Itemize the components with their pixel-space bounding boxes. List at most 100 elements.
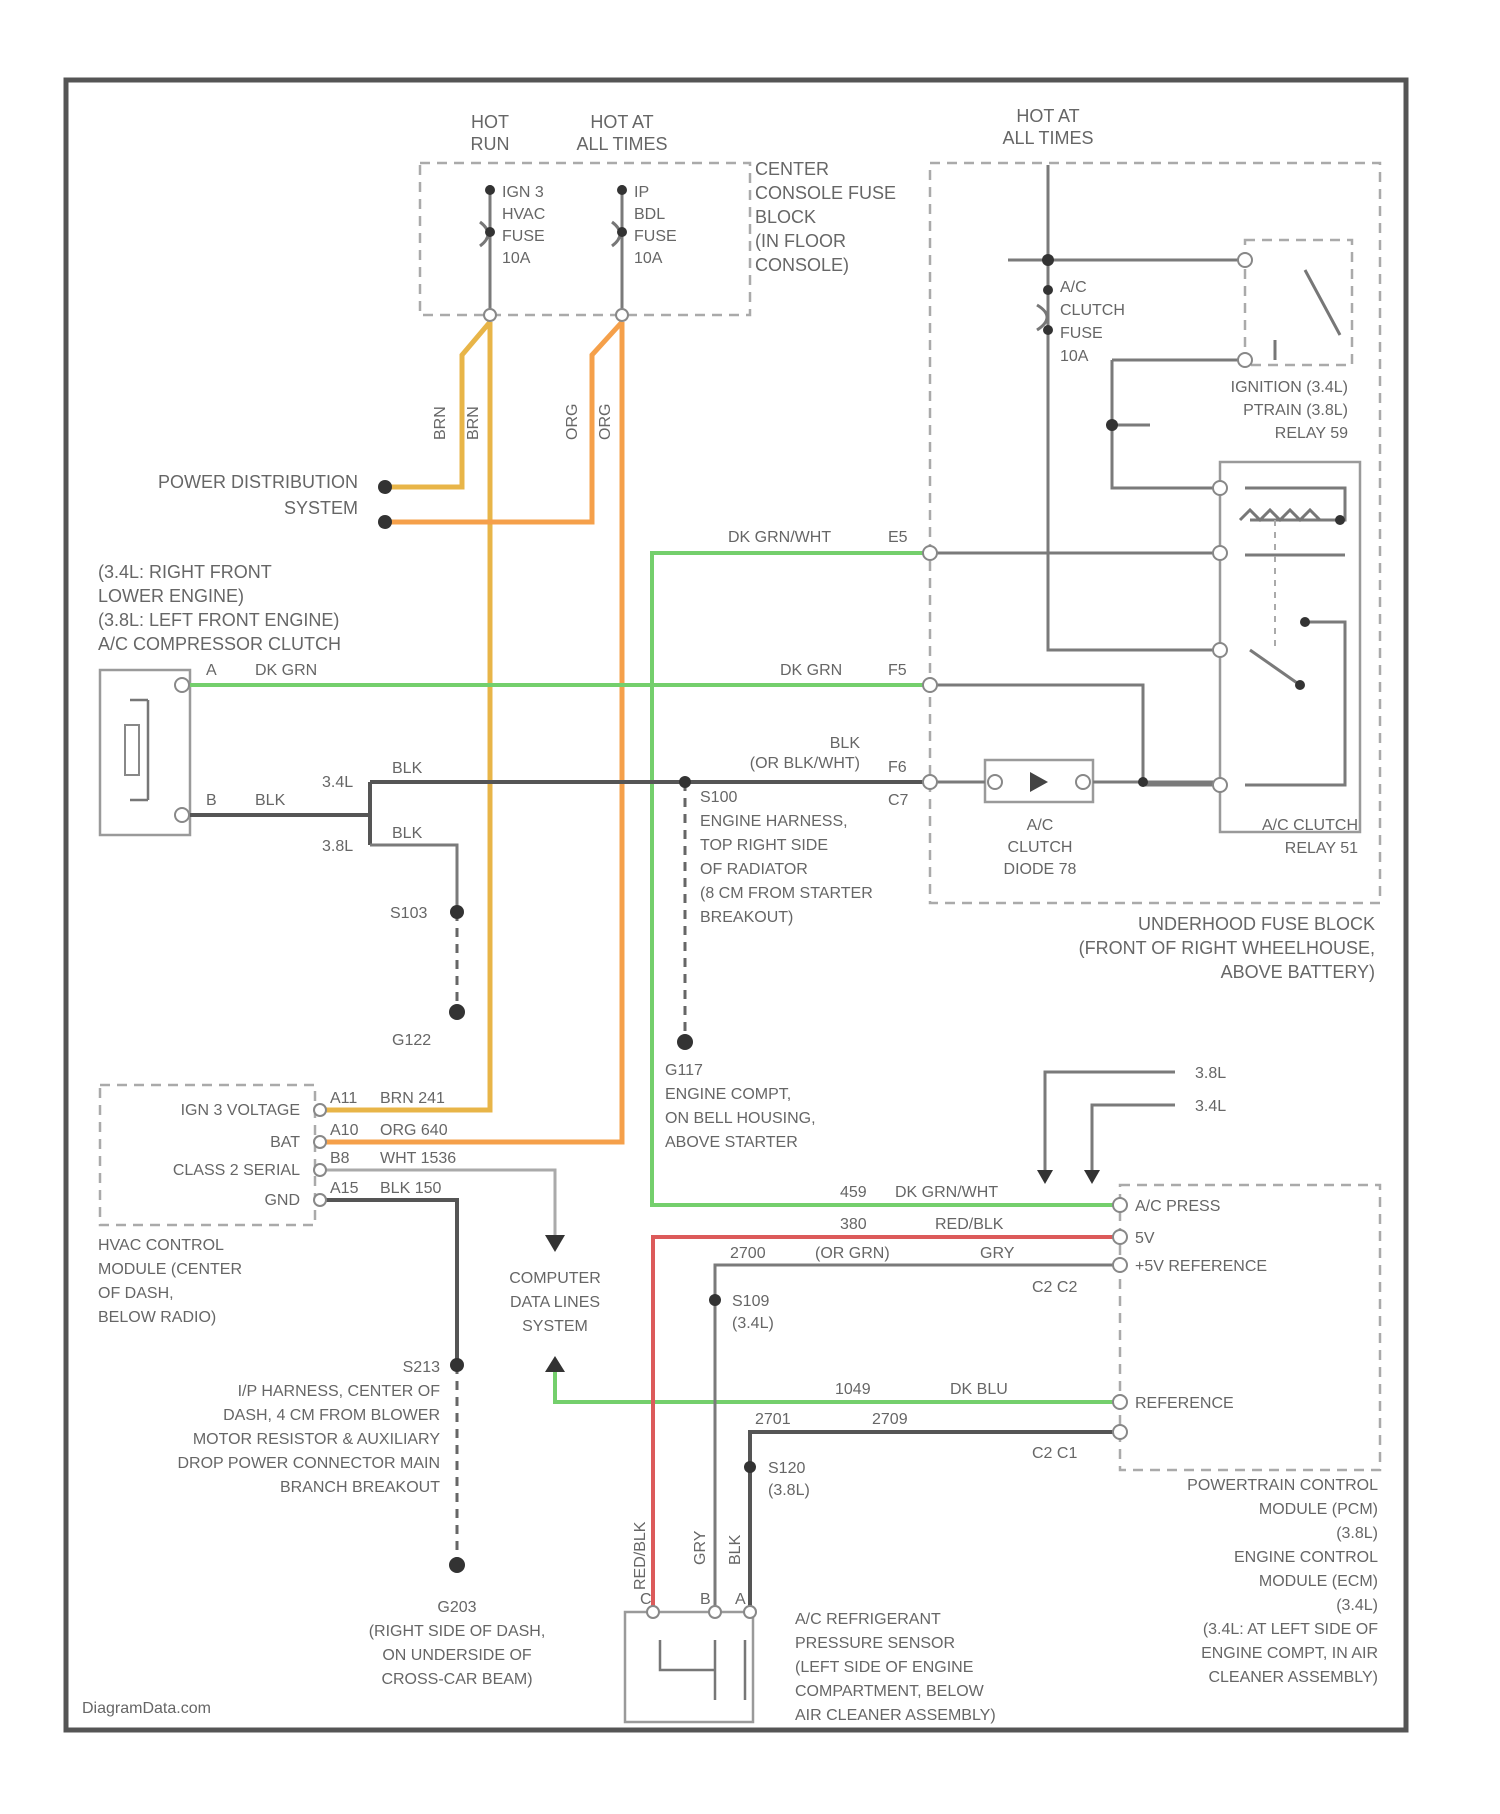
pcm-circuit-380: 380: [840, 1216, 867, 1233]
pcm-pins-c2-c1: C2 C1: [1032, 1445, 1077, 1462]
center-console-fuse-block-box: [420, 163, 750, 315]
data-lines-arrow-up: [545, 1356, 565, 1372]
pcm-reference-label: REFERENCE: [1135, 1395, 1234, 1412]
34l-arrow: [1084, 1170, 1100, 1184]
term-f6-label: F6: [888, 759, 907, 776]
brn-wire-label-1: BRN: [432, 406, 449, 440]
pcm-wire-orgrn: (OR GRN): [815, 1245, 890, 1262]
hvac-pin-b8: B8: [330, 1150, 350, 1167]
pin-b-label: B: [206, 792, 217, 809]
underhood-fuse-block-label: UNDERHOOD FUSE BLOCK(FRONT OF RIGHT WHEE…: [1079, 914, 1375, 982]
pcm-5v-reference-label: +5V REFERENCE: [1135, 1258, 1267, 1275]
watermark: DiagramData.com: [82, 1700, 211, 1717]
s109-label: S109(3.4L): [732, 1293, 774, 1332]
brn-wire-pds: [385, 322, 490, 487]
pcm-5v-label: 5V: [1135, 1230, 1155, 1247]
relay59-switch: [1275, 270, 1340, 360]
sensor-wire-blk: BLK: [727, 1534, 744, 1565]
pcm-circuit-459: 459: [840, 1184, 867, 1201]
term-e5-label: E5: [888, 529, 908, 546]
diode-symbol: [1030, 772, 1048, 792]
term-f5-label: F5: [888, 662, 907, 679]
pcm-wire-redblk: RED/BLK: [935, 1216, 1004, 1233]
sensor-pin-c: C: [640, 1591, 652, 1608]
pcm-ac-press-label: A/C PRESS: [1135, 1198, 1220, 1215]
s100-label: S100ENGINE HARNESS,TOP RIGHT SIDEOF RADI…: [700, 789, 873, 926]
34l-label: 3.4L: [322, 774, 353, 791]
blk-34-label: BLK: [392, 760, 423, 777]
hvac-gnd-label: GND: [264, 1192, 300, 1209]
hvac-pin-a15: A15: [330, 1180, 359, 1197]
dk-grn-wht-label: DK GRN/WHT: [728, 529, 831, 546]
org-wire-label-1: ORG: [564, 404, 581, 440]
battery-feed-wire: [1048, 165, 1220, 650]
34l-lead-wire: [1092, 1105, 1175, 1180]
pcm-wire-dkblu: DK BLU: [950, 1381, 1008, 1398]
data-lines-arrow-down: [545, 1235, 565, 1252]
blk-mid-label: BLK(OR BLK/WHT): [750, 735, 861, 772]
pressure-sensor-box: [625, 1612, 753, 1722]
term-c7-label: C7: [888, 792, 909, 809]
hvac-bat-label: BAT: [270, 1134, 300, 1151]
sensor-wire-gry: GRY: [692, 1530, 709, 1565]
sensor-wire-redblk: RED/BLK: [632, 1521, 649, 1590]
38l-right-label: 3.8L: [1195, 1065, 1226, 1082]
org-wire-pds: [385, 322, 622, 522]
s103-label: S103: [390, 905, 427, 922]
sensor-pin-b: B: [700, 1591, 711, 1608]
blk-150-wire: [325, 1200, 457, 1365]
38l-arrow: [1037, 1170, 1053, 1184]
pin-a-label: A: [206, 662, 217, 679]
pcm-circuit-1049: 1049: [835, 1381, 871, 1398]
pcm-circuit-2709: 2709: [872, 1411, 908, 1428]
hvac-pin-a10: A10: [330, 1122, 359, 1139]
hvac-ign3-label: IGN 3 VOLTAGE: [181, 1102, 300, 1119]
underhood-fuse-block-box: [930, 163, 1380, 903]
org-wire-label-2: ORG: [597, 404, 614, 440]
38l-label: 3.8L: [322, 838, 353, 855]
pcm-wire-dkgrnwht: DK GRN/WHT: [895, 1184, 998, 1201]
pcm-circuit-2701: 2701: [755, 1411, 791, 1428]
s120-label: S120(3.8L): [768, 1460, 810, 1499]
blk-38-label: BLK: [392, 825, 423, 842]
pcm-wire-gry: GRY: [980, 1245, 1015, 1262]
hvac-wire-blk150: BLK 150: [380, 1180, 441, 1197]
brn-wire-label-2: BRN: [465, 406, 482, 440]
hvac-wire-wht1536: WHT 1536: [380, 1150, 456, 1167]
relay51-switch: [1245, 622, 1345, 785]
ignition-relay-label: IGNITION (3.4L)PTRAIN (3.8L)RELAY 59: [1231, 379, 1348, 442]
pcm-pins-c2-c2: C2 C2: [1032, 1279, 1077, 1296]
blk-38-wire: [370, 845, 457, 912]
ignition-relay-box: [1245, 240, 1352, 365]
34l-right-label: 3.4L: [1195, 1098, 1226, 1115]
hvac-pin-a11: A11: [330, 1090, 357, 1107]
f5-internal-wire: [930, 685, 1220, 785]
blk-b-label: BLK: [255, 792, 286, 809]
38l-lead-wire: [1045, 1072, 1175, 1180]
sensor-pin-a: A: [735, 1591, 746, 1608]
dk-grn-mid-label: DK GRN: [780, 662, 842, 679]
pressure-sensor-element: [660, 1640, 745, 1700]
gry-5v-ref-wire: [715, 1265, 1120, 1612]
clutch-coil: [125, 725, 139, 775]
hvac-class2-label: CLASS 2 SERIAL: [173, 1162, 300, 1179]
s213-label: S213I/P HARNESS, CENTER OFDASH, 4 CM FRO…: [177, 1359, 440, 1496]
pcm-circuit-2700: 2700: [730, 1245, 766, 1262]
